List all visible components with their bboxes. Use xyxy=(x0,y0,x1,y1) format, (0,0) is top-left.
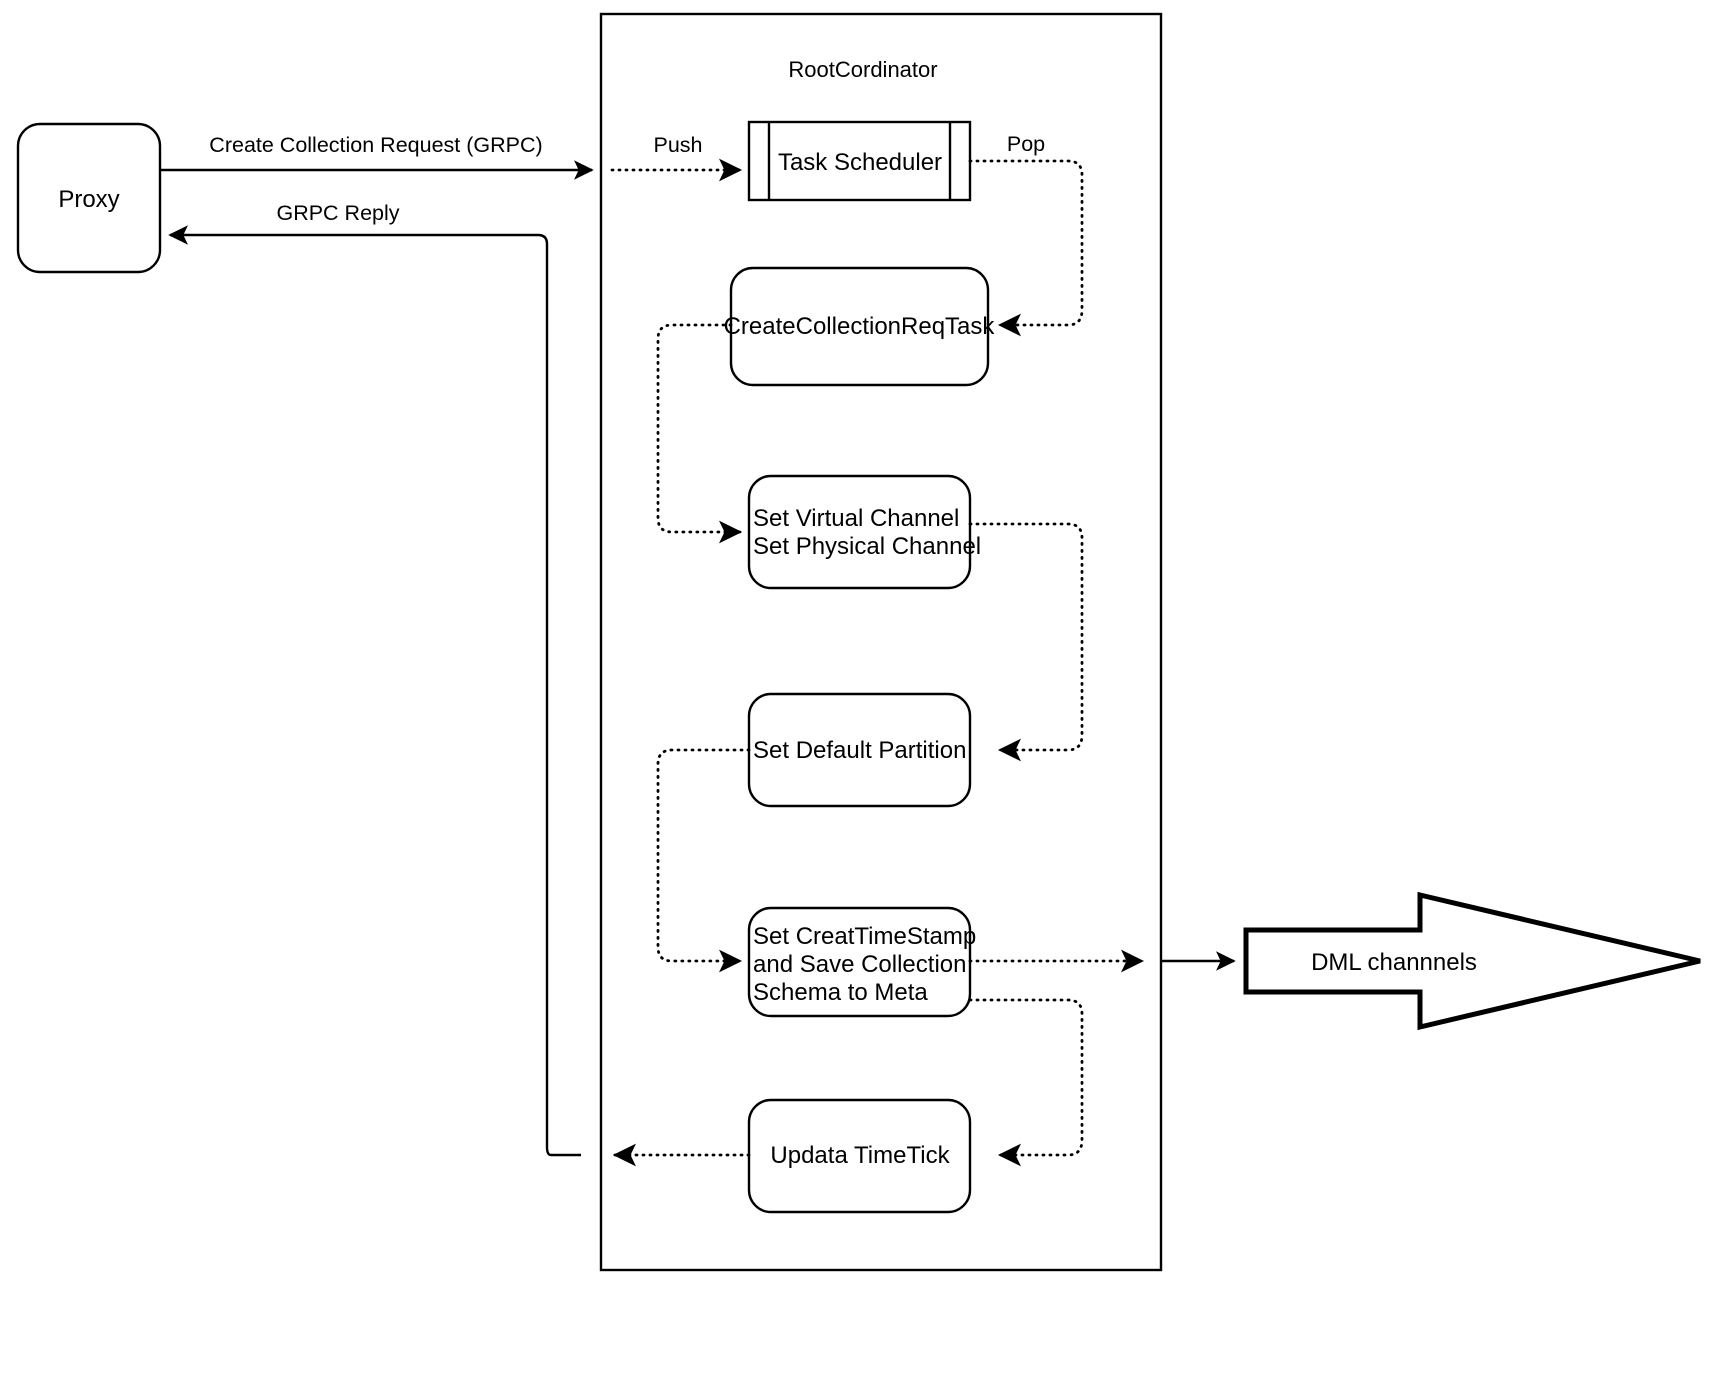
node-set-timestamp-line3: Schema to Meta xyxy=(753,979,928,1006)
node-task-scheduler[interactable]: Task Scheduler xyxy=(747,120,972,202)
edge-default-partition-to-timestamp xyxy=(656,748,751,973)
node-task-scheduler-label: Task Scheduler xyxy=(778,149,942,176)
node-update-timetick-label: Updata TimeTick xyxy=(770,1142,950,1169)
edge-pop-label: Pop xyxy=(1007,132,1045,156)
edge-push-label: Push xyxy=(653,133,702,157)
node-dml-channels-label: DML channnels xyxy=(1311,949,1477,976)
node-set-channels-line2: Set Physical Channel xyxy=(753,533,981,560)
edge-create-collection-request-label: Create Collection Request (GRPC) xyxy=(209,133,542,157)
edge-task-to-set-channels xyxy=(656,323,743,544)
edge-create-collection-request: Create Collection Request (GRPC) xyxy=(160,133,594,180)
rootcordinator-container: RootCordinator xyxy=(599,12,1163,1272)
edge-set-channels-to-default-partition xyxy=(968,522,1084,762)
edge-timestamp-to-timetick xyxy=(968,998,1084,1167)
node-update-timetick[interactable]: Updata TimeTick xyxy=(747,1098,972,1214)
node-create-collection-req-task[interactable]: CreateCollectionReqTask xyxy=(724,266,996,387)
node-set-timestamp-line2: and Save Collection xyxy=(753,951,966,978)
node-set-timestamp-line1: Set CreatTimeStamp xyxy=(753,923,976,950)
node-set-default-partition[interactable]: Set Default Partition xyxy=(747,692,972,808)
node-set-timestamp[interactable]: Set CreatTimeStamp and Save Collection S… xyxy=(747,906,976,1018)
node-set-default-partition-label: Set Default Partition xyxy=(753,737,966,764)
rootcordinator-label: RootCordinator xyxy=(788,57,937,82)
node-proxy-label: Proxy xyxy=(58,186,119,213)
node-set-channels[interactable]: Set Virtual Channel Set Physical Channel xyxy=(747,474,981,590)
edge-grpc-reply: GRPC Reply xyxy=(168,201,581,1157)
edge-push: Push xyxy=(610,133,743,182)
node-create-collection-req-task-label: CreateCollectionReqTask xyxy=(724,313,996,340)
node-proxy[interactable]: Proxy xyxy=(16,122,162,274)
node-dml-channels[interactable]: DML channnels xyxy=(1243,891,1701,1031)
edge-grpc-reply-label: GRPC Reply xyxy=(276,201,399,225)
edge-pop: Pop xyxy=(968,132,1084,337)
node-set-channels-line1: Set Virtual Channel xyxy=(753,505,959,532)
